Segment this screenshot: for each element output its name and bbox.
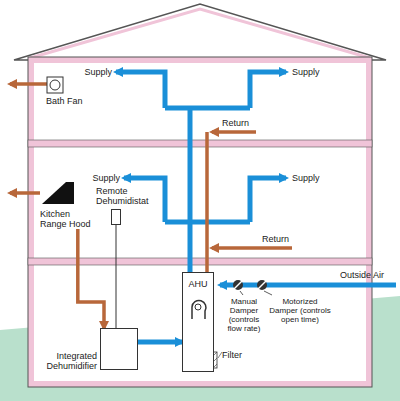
bath-fan: Bath Fan: [46, 76, 90, 106]
supply-duct: [138, 340, 182, 345]
house-outline: [28, 57, 372, 387]
node-label: Remote Dehumidistat: [96, 186, 158, 206]
supply-label: Supply: [292, 173, 332, 183]
return-duct: [10, 84, 292, 272]
node-label: Kitchen Range Hood: [40, 209, 94, 229]
filter-symbol: [213, 352, 222, 368]
blower-scroll: [192, 300, 206, 319]
house-wall: [31, 60, 369, 384]
dehumidistat-body: [112, 210, 121, 225]
outside-air-label: Outside Air: [340, 270, 396, 280]
bath-fan-icon: [46, 76, 64, 94]
ahu-box: AHU: [182, 272, 214, 372]
fan-housing: [47, 77, 63, 93]
damper-label: Motorized Damper (controls open time): [268, 297, 332, 324]
range-hood: Kitchen Range Hood: [40, 180, 94, 229]
hood-shape: [42, 182, 74, 204]
return-label: Return: [262, 234, 302, 244]
supply-label: Supply: [292, 67, 332, 77]
dehumidistat-icon: [111, 209, 121, 225]
return-label: Return: [222, 118, 262, 128]
blower-wheel: [195, 304, 201, 310]
supply-label: Supply: [78, 67, 112, 77]
damper-label: Manual Damper (controls flow rate): [222, 297, 266, 333]
node-label: AHU: [183, 279, 213, 289]
roof: [14, 4, 386, 60]
dehumidistat: Remote Dehumidistat: [96, 186, 158, 225]
return-duct: [78, 229, 104, 328]
node-label: Integrated Dehumidifier: [39, 351, 97, 371]
blower-icon: [183, 293, 213, 323]
node-label: Bath Fan: [46, 96, 90, 106]
floor-slab: [28, 258, 372, 265]
range-hood-icon: [40, 180, 76, 206]
fan-grille: [50, 80, 60, 90]
supply-label: Supply: [86, 173, 120, 183]
control-wire: [116, 225, 117, 328]
filter-label: Filter: [222, 350, 252, 360]
roof-lining: [30, 9, 370, 58]
dehumidifier-box: Integrated Dehumidifier: [100, 328, 138, 370]
damper-symbol: [232, 279, 272, 295]
floor-slab: [28, 140, 372, 147]
supply-duct: [116, 72, 396, 285]
